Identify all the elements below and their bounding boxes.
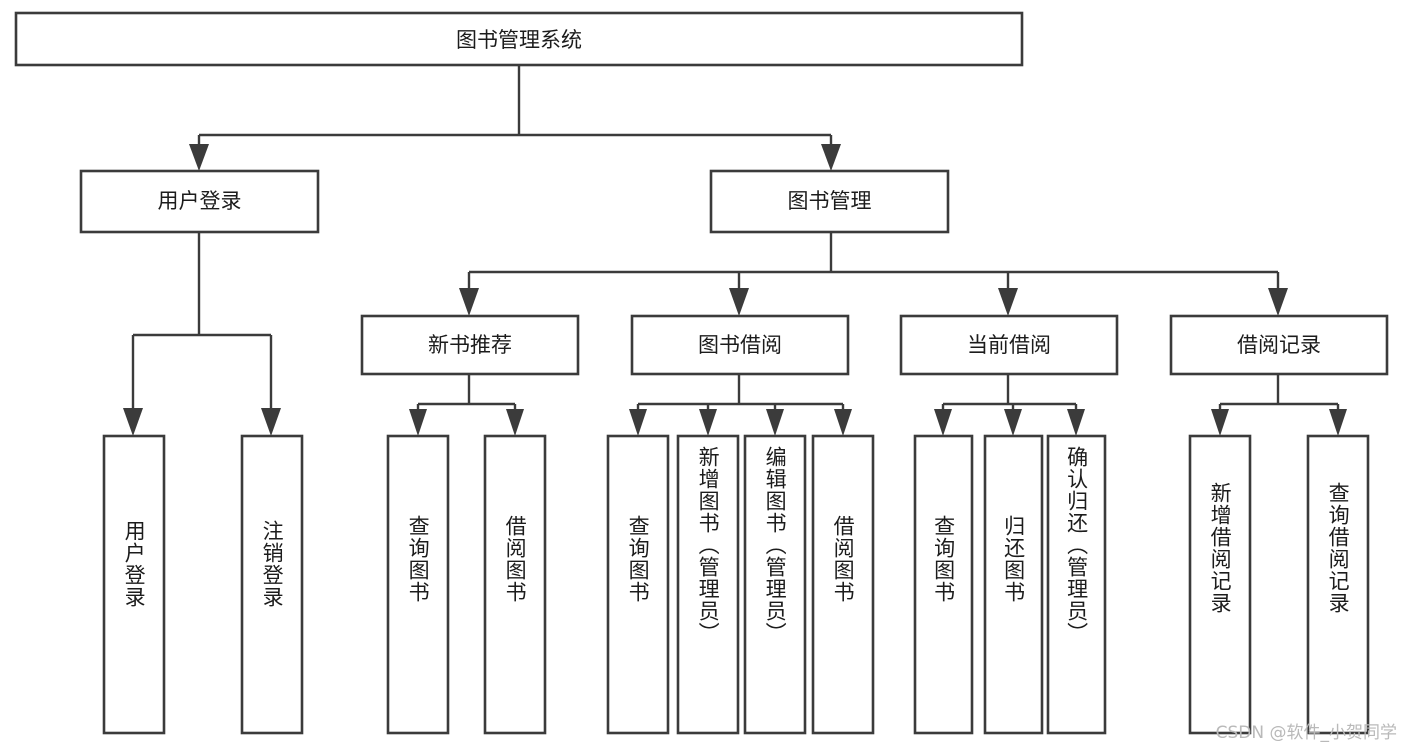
node-box-leaf-return-book[interactable] (983, 434, 1044, 735)
node-label-borrow-record: 借阅记录 (1237, 333, 1321, 357)
node-box-leaf-edit-book[interactable] (743, 434, 807, 735)
arrow-to-leaf-logout (261, 408, 281, 436)
arrow-to-leaf-return-book (1004, 409, 1022, 436)
node-box-borrow-record[interactable] (1169, 314, 1389, 376)
arrow-to-book-manage (821, 144, 841, 171)
node-box-book-borrow[interactable] (630, 314, 850, 376)
node-box-user-login[interactable] (79, 169, 320, 234)
node-box-leaf-borrow-book-rec[interactable] (483, 434, 547, 735)
node-box-leaf-logout[interactable] (240, 434, 304, 735)
node-label-root: 图书管理系统 (456, 28, 582, 52)
node-label-book-manage: 图书管理 (788, 189, 872, 213)
node-box-leaf-query-book-borrow[interactable] (606, 434, 670, 735)
node-box-root[interactable] (14, 11, 1024, 67)
node-box-leaf-borrow-book[interactable] (811, 434, 875, 735)
node-box-leaf-query-book-cur[interactable] (913, 434, 974, 735)
arrow-to-leaf-add-book (699, 409, 717, 436)
node-box-leaf-add-book[interactable] (676, 434, 740, 735)
edges-layer (123, 65, 1347, 436)
node-box-leaf-query-borrow-record[interactable] (1306, 434, 1370, 735)
node-label-user-login: 用户登录 (158, 189, 242, 213)
arrow-to-book-borrow (729, 288, 749, 316)
arrow-to-leaf-edit-book (766, 409, 784, 436)
node-label-new-book-rec: 新书推荐 (428, 333, 512, 357)
arrow-to-leaf-query-book-borrow (629, 409, 647, 436)
arrow-to-leaf-query-book-rec (409, 409, 427, 436)
arrow-to-leaf-query-book-cur (934, 409, 952, 436)
watermark-text: CSDN @软件_小贺同学 (1215, 723, 1397, 743)
arrow-to-user-login (189, 144, 209, 171)
node-box-leaf-user-login[interactable] (102, 434, 166, 735)
arrow-to-new-book-rec (459, 288, 479, 316)
arrow-to-leaf-query-borrow-record (1329, 409, 1347, 436)
arrow-to-leaf-borrow-book-rec (506, 409, 524, 436)
node-box-leaf-add-borrow-record[interactable] (1188, 434, 1252, 735)
arrow-to-leaf-borrow-book (834, 409, 852, 436)
nodes-layer: 图书管理系统 用户登录 图书管理 新书推荐 图书借阅 当前借阅 借阅记录 (14, 11, 1389, 735)
node-box-book-manage[interactable] (709, 169, 950, 234)
node-label-book-borrow: 图书借阅 (698, 333, 782, 357)
arrow-to-leaf-confirm-return (1067, 409, 1085, 436)
node-label-current-borrow: 当前借阅 (967, 333, 1051, 357)
node-box-new-book-rec[interactable] (360, 314, 580, 376)
arrow-to-leaf-add-borrow-record (1211, 409, 1229, 436)
node-box-leaf-query-book-rec[interactable] (386, 434, 450, 735)
arrow-to-leaf-user-login (123, 408, 143, 436)
node-box-leaf-confirm-return[interactable] (1046, 434, 1107, 735)
node-box-current-borrow[interactable] (899, 314, 1119, 376)
arrow-to-current-borrow (998, 288, 1018, 316)
arrow-to-borrow-record (1268, 288, 1288, 316)
